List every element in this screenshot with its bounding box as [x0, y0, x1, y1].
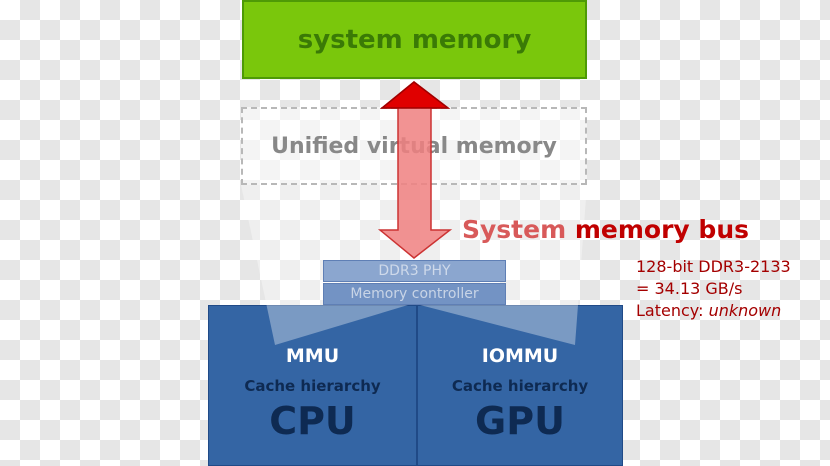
memory-bus-latency-value: unknown — [708, 301, 782, 320]
gpu-block: IOMMU Cache hierarchy GPU — [417, 305, 623, 466]
system-memory-block: system memory — [242, 0, 587, 79]
ddr3-phy-block: DDR3 PHY — [323, 260, 506, 282]
memory-bus-latency: Latency: unknown — [636, 300, 791, 322]
gpu-cache-label: Cache hierarchy — [451, 377, 589, 395]
memory-bus-arrow-head — [379, 81, 451, 109]
cpu-label: CPU — [269, 399, 356, 443]
gpu-iommu-label: IOMMU — [481, 345, 559, 367]
memory-bus-title: System memory bus — [462, 215, 749, 244]
system-memory-label: system memory — [297, 24, 532, 55]
ddr3-phy-label: DDR3 PHY — [378, 263, 451, 279]
cpu-block: MMU Cache hierarchy CPU — [208, 305, 417, 466]
cpu-mmu-label: MMU — [285, 345, 340, 367]
memory-bus-title-rest: memory bus — [574, 215, 749, 244]
cpu-cache-label: Cache hierarchy — [244, 377, 381, 395]
memory-bus-width-spec: 128-bit DDR3-2133 — [636, 257, 791, 276]
memory-controller-label: Memory controller — [350, 286, 479, 302]
memory-controller-block: Memory controller — [323, 283, 506, 305]
memory-bus-latency-label: Latency: — [636, 301, 704, 320]
memory-bus-title-first: System — [462, 215, 567, 244]
memory-bus-details: 128-bit DDR3-2133 = 34.13 GB/s Latency: … — [636, 256, 791, 322]
memory-bus-bandwidth: = 34.13 GB/s — [636, 279, 743, 298]
gpu-label: GPU — [475, 399, 565, 443]
